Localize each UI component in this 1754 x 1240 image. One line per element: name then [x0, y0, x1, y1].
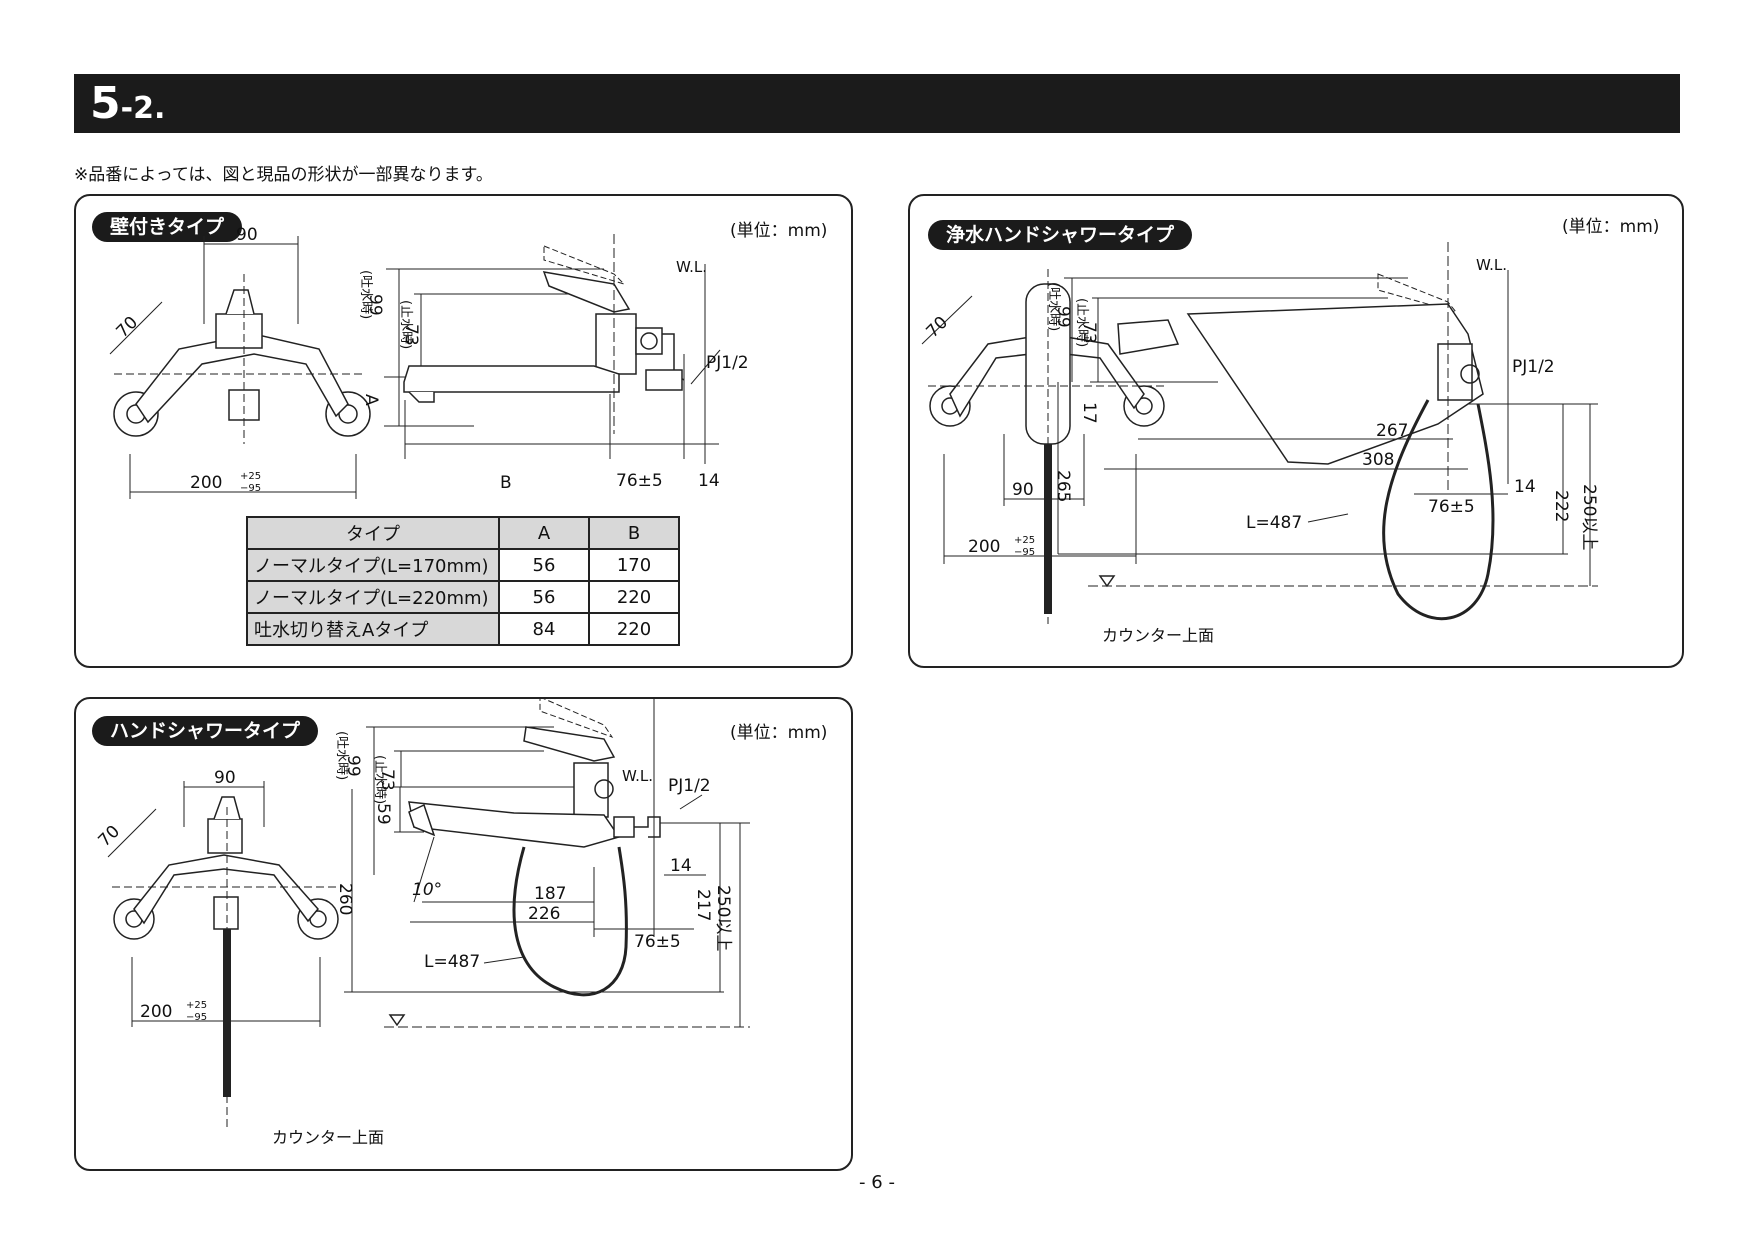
table-row: ノーマルタイプ(L=220mm) 56 220 — [246, 580, 680, 614]
dim-200-tol-minus: −95 — [240, 483, 261, 494]
hose-length: L=487 — [424, 952, 480, 972]
unit-label-purified: (単位：mm) — [1562, 217, 1660, 237]
dim-99-note: (吐水時) — [1046, 282, 1061, 331]
table-cell-A: 56 — [498, 548, 590, 582]
panel-title-shower: ハンドシャワータイプ — [92, 716, 319, 746]
section-number: 5-2. — [90, 78, 165, 129]
hand-shower-drawing: 90 70 200 +25 −95 99 (吐水時) 73 (止水時) 59 2… — [95, 697, 750, 1147]
section-number-major: 5 — [90, 78, 121, 129]
dim-90: 90 — [236, 225, 258, 245]
dim-260: 260 — [335, 883, 355, 915]
water-level-label: W.L. — [676, 258, 707, 276]
dim-76: 76±5 — [1428, 497, 1475, 517]
dim-70: 70 — [95, 822, 124, 851]
dim-angle: 10° — [412, 880, 442, 900]
pipe-thread-label: PJ1/2 — [706, 353, 749, 373]
page-number: - 6 - — [859, 1172, 895, 1193]
dim-99-note: (吐水時) — [358, 270, 373, 319]
hose-length: L=487 — [1246, 513, 1302, 533]
pipe-thread-label: PJ1/2 — [1512, 357, 1555, 377]
table-header-row: タイプ A B — [246, 516, 680, 550]
dim-250: 250以上 — [1579, 484, 1599, 550]
table-cell-B: 170 — [588, 548, 680, 582]
dim-76: 76±5 — [634, 932, 681, 952]
dim-200: 200 — [190, 473, 222, 493]
water-level-label: W.L. — [1476, 256, 1507, 274]
table-cell-type: 吐水切り替えAタイプ — [246, 612, 500, 646]
pipe-thread-label: PJ1/2 — [668, 776, 711, 796]
table-row: 吐水切り替えAタイプ 84 220 — [246, 612, 680, 646]
table-cell-A: 84 — [498, 612, 590, 646]
dim-308: 308 — [1362, 450, 1394, 470]
unit-label-shower: (単位：mm) — [730, 723, 828, 743]
dim-14: 14 — [1514, 477, 1536, 497]
dim-267: 267 — [1376, 421, 1408, 441]
table-header-B: B — [588, 516, 680, 550]
table-cell-A: 56 — [498, 580, 590, 614]
dim-76: 76±5 — [616, 471, 663, 491]
dim-226: 226 — [528, 904, 560, 924]
dim-73-note: (止水時) — [1074, 298, 1089, 347]
spec-table: タイプ A B ノーマルタイプ(L=170mm) 56 170 ノーマルタイプ(… — [246, 516, 680, 646]
dim-70: 70 — [113, 313, 142, 342]
dim-99: 99 — [343, 755, 363, 777]
dim-200-tol-plus: +25 — [1014, 535, 1035, 546]
dim-73: 73 — [401, 324, 421, 346]
purified-shower-drawing: 70 90 200 +25 −95 99 (吐水時) 73 (止水時) 17 2… — [921, 242, 1599, 645]
panel-title-wall: 壁付きタイプ — [92, 212, 243, 242]
table-cell-type: ノーマルタイプ(L=170mm) — [246, 548, 500, 582]
dim-250: 250以上 — [713, 885, 733, 951]
dim-A: A — [361, 394, 381, 406]
dim-59: 59 — [373, 803, 393, 825]
table-row: ノーマルタイプ(L=170mm) 56 170 — [246, 548, 680, 582]
panel-title-purified: 浄水ハンドシャワータイプ — [928, 220, 1193, 250]
dim-200-tol-minus: −95 — [186, 1012, 207, 1023]
dim-73: 73 — [1079, 322, 1099, 344]
dim-99: 99 — [1053, 306, 1073, 328]
water-level-label: W.L. — [622, 767, 653, 785]
table-cell-B: 220 — [588, 580, 680, 614]
table-header-type: タイプ — [246, 516, 500, 550]
dim-200: 200 — [968, 537, 1000, 557]
dim-B: B — [500, 473, 512, 493]
counter-label: カウンター上面 — [272, 1128, 384, 1147]
dim-90: 90 — [214, 768, 236, 788]
counter-label: カウンター上面 — [1102, 626, 1214, 645]
section-header: 5-2. — [74, 74, 1680, 133]
dim-99: 99 — [365, 294, 385, 316]
dim-187: 187 — [534, 884, 566, 904]
panel-hand-shower-type — [74, 697, 853, 1171]
table-cell-type: ノーマルタイプ(L=220mm) — [246, 580, 500, 614]
wall-type-drawing: 90 70 200 +25 −95 99 (吐水時) 73 (止水時) A B … — [109, 225, 749, 499]
section-number-minor: -2. — [120, 91, 166, 126]
shape-note: ※品番によっては、図と現品の形状が一部異なります。 — [74, 165, 493, 185]
dim-17: 17 — [1079, 402, 1099, 424]
dim-70: 70 — [923, 313, 952, 342]
table-cell-B: 220 — [588, 612, 680, 646]
table-header-A: A — [498, 516, 590, 550]
dim-200-tol-plus: +25 — [186, 1000, 207, 1011]
dim-73: 73 — [377, 769, 397, 791]
dim-90: 90 — [1012, 480, 1034, 500]
dim-265: 265 — [1053, 470, 1073, 502]
dim-14: 14 — [670, 856, 692, 876]
dim-200: 200 — [140, 1002, 172, 1022]
dim-200-tol-minus: −95 — [1014, 547, 1035, 558]
unit-label-wall: (単位：mm) — [730, 221, 828, 241]
dim-200-tol-plus: +25 — [240, 471, 261, 482]
dim-14: 14 — [698, 471, 720, 491]
dim-222: 222 — [1551, 490, 1571, 522]
dim-217: 217 — [693, 889, 713, 921]
dim-99-note: (吐水時) — [334, 731, 349, 780]
dim-73-note: (止水時) — [372, 755, 387, 804]
dim-73-note: (止水時) — [398, 300, 413, 349]
